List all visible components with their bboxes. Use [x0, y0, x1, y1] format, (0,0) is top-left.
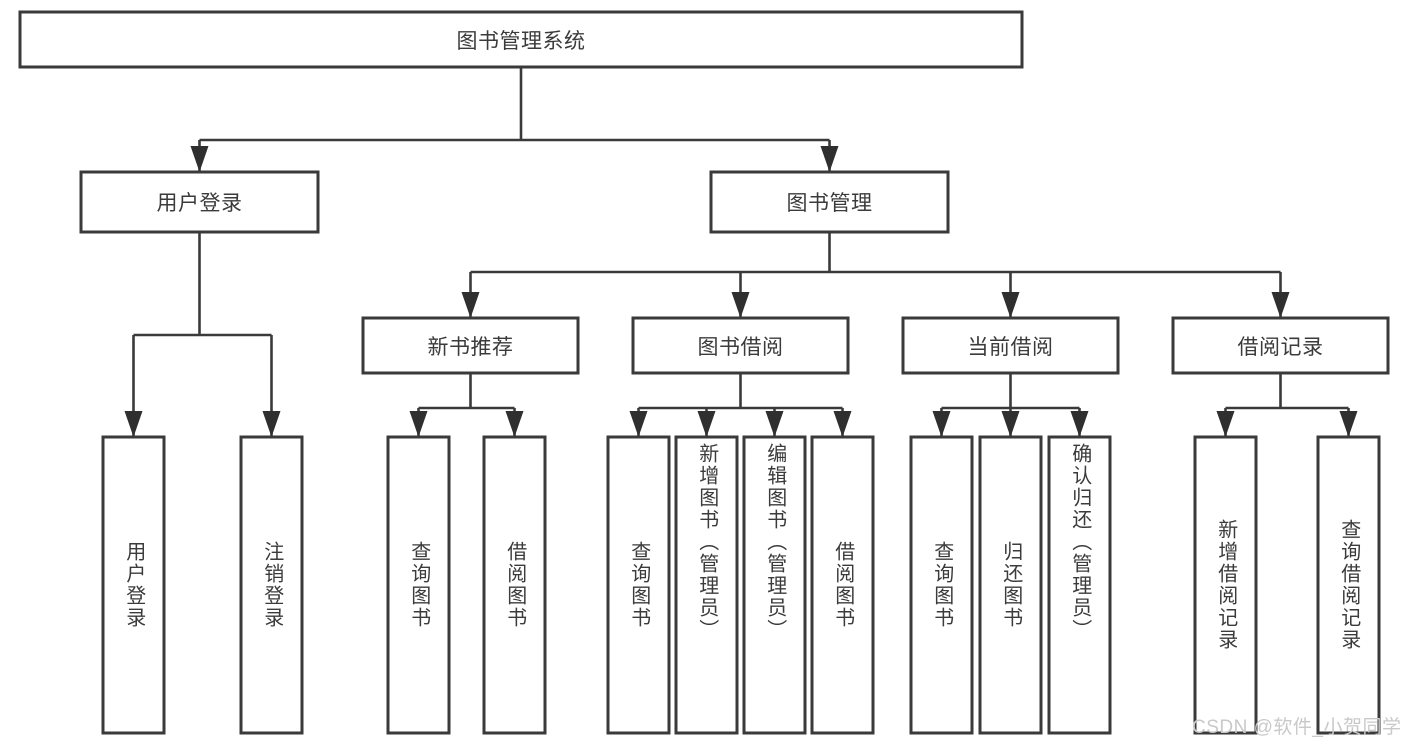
arrow-book-borrow [731, 292, 750, 318]
arrow-leaf-confirm-return [1070, 411, 1089, 437]
arrow-user-login [190, 146, 209, 172]
node-box-new-book-rec[interactable] [361, 316, 580, 375]
arrow-leaf-user-logout [262, 411, 281, 437]
node-box-root[interactable] [18, 10, 1024, 69]
node-box-leaf-user-login[interactable] [101, 435, 166, 735]
node-box-book-manage[interactable] [709, 170, 950, 234]
node-box-leaf-query-book-2[interactable] [606, 435, 671, 735]
arrow-leaf-query-book-2 [629, 411, 648, 437]
node-box-leaf-user-logout[interactable] [239, 435, 304, 735]
arrow-leaf-add-record [1216, 411, 1235, 437]
node-box-borrow-record[interactable] [1171, 316, 1390, 375]
arrow-leaf-user-login [124, 411, 143, 437]
node-box-book-borrow[interactable] [631, 316, 850, 375]
arrow-new-book-rec [461, 292, 480, 318]
node-box-leaf-query-record[interactable] [1316, 435, 1381, 735]
arrow-current-borrow [1001, 292, 1020, 318]
arrow-leaf-query-record [1339, 411, 1358, 437]
node-box-leaf-query-book-3[interactable] [909, 435, 974, 735]
arrow-leaf-query-book-1 [409, 411, 428, 437]
node-box-leaf-confirm-return[interactable] [1047, 435, 1112, 735]
node-box-leaf-edit-book[interactable] [742, 435, 807, 735]
edge-layer [124, 67, 1358, 437]
arrow-borrow-record [1271, 292, 1290, 318]
node-box-current-borrow[interactable] [901, 316, 1120, 375]
node-box-leaf-borrow-book-1[interactable] [482, 435, 547, 735]
arrow-leaf-borrow-book-1 [505, 411, 524, 437]
node-box-leaf-add-book[interactable] [674, 435, 739, 735]
arrow-leaf-edit-book [765, 411, 784, 437]
node-box-leaf-query-book-1[interactable] [386, 435, 451, 735]
arrow-leaf-return-book [1001, 411, 1020, 437]
node-box-leaf-borrow-book-2[interactable] [810, 435, 875, 735]
node-box-user-login[interactable] [79, 170, 320, 234]
node-box-leaf-return-book[interactable] [978, 435, 1043, 735]
arrow-book-manage [820, 146, 839, 172]
node-box-leaf-add-record[interactable] [1193, 435, 1258, 735]
arrow-leaf-borrow-book-2 [833, 411, 852, 437]
arrow-leaf-add-book [697, 411, 716, 437]
arrow-leaf-query-book-3 [932, 411, 951, 437]
node-layer [18, 10, 1390, 735]
